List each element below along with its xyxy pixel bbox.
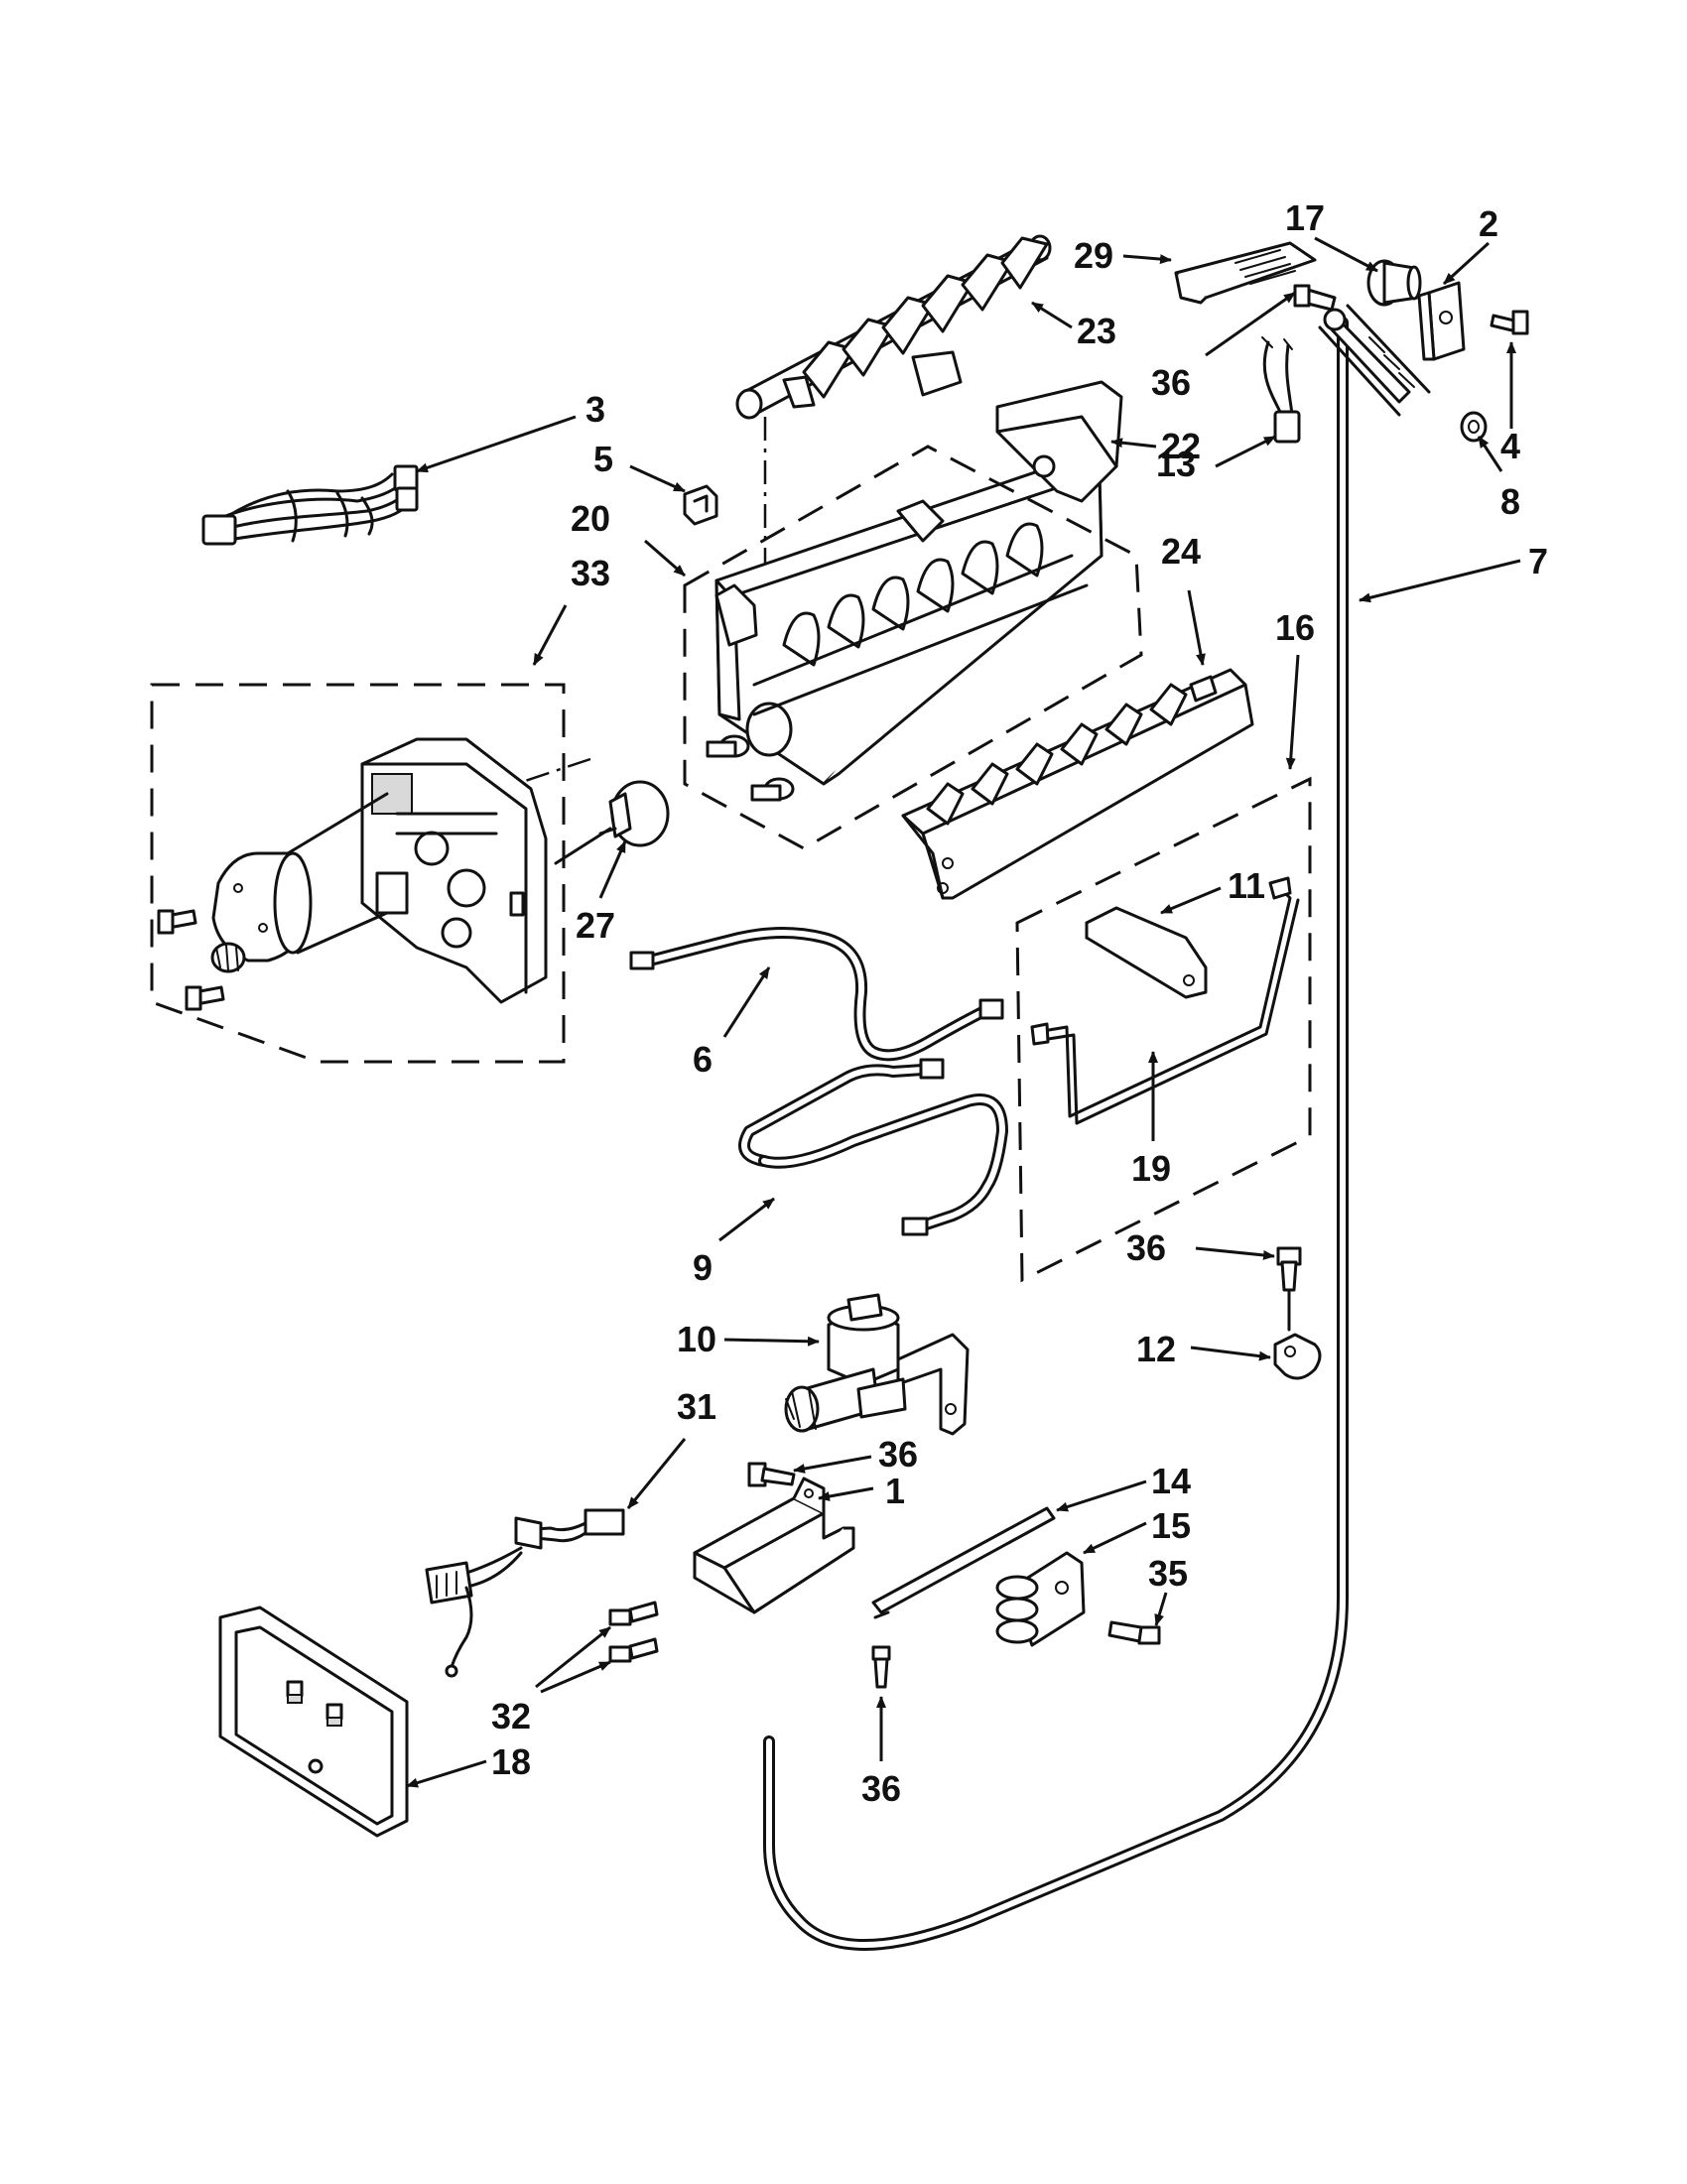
screw-part <box>157 909 225 1011</box>
mold-group-box <box>683 445 1143 850</box>
water-tube-part <box>763 304 1431 1951</box>
callout-1: 1 <box>885 1471 905 1511</box>
screw-part <box>608 1601 659 1663</box>
callout-36: 36 <box>878 1434 918 1475</box>
callout-13: 13 <box>1156 444 1196 484</box>
callout-9: 9 <box>693 1247 713 1288</box>
panel-part <box>218 1606 409 1838</box>
heater-part <box>738 1058 1008 1236</box>
motor-part <box>210 792 389 973</box>
callout-7: 7 <box>1528 541 1548 581</box>
leader-lines <box>406 236 1521 1788</box>
callout-27: 27 <box>576 905 615 946</box>
wire-harness-part <box>629 927 1004 1062</box>
callout-29: 29 <box>1074 235 1113 276</box>
valve-bracket-part <box>693 1477 855 1614</box>
clip-part <box>683 484 718 526</box>
strip-part <box>871 1506 1056 1619</box>
coupler-part <box>995 1551 1086 1647</box>
screw-part <box>1276 1246 1302 1332</box>
shutoff-arm-part <box>1174 241 1317 305</box>
callout-24: 24 <box>1161 531 1201 572</box>
callout-4: 4 <box>1500 426 1520 466</box>
clamp-part <box>1273 1333 1322 1380</box>
callout-36: 36 <box>1151 362 1191 403</box>
feeler-arm-part <box>1030 876 1300 1125</box>
callout-18: 18 <box>491 1741 531 1782</box>
mounting-bracket-part <box>1417 281 1466 361</box>
callout-35: 35 <box>1148 1553 1188 1594</box>
callout-20: 20 <box>571 498 610 539</box>
bracket-part <box>995 380 1123 503</box>
callout-32: 32 <box>491 1696 531 1736</box>
callout-labels: 17 2 29 23 36 4 3 5 22 13 8 20 33 24 7 1… <box>491 197 1548 1809</box>
callout-16: 16 <box>1275 607 1315 648</box>
harness-part <box>425 1508 625 1678</box>
control-module-part <box>360 737 548 1004</box>
screw-part <box>1107 1620 1161 1645</box>
screw-part <box>871 1645 891 1689</box>
callout-8: 8 <box>1500 481 1520 522</box>
cover-part <box>901 668 1254 900</box>
callout-33: 33 <box>571 553 610 593</box>
callout-36: 36 <box>1126 1227 1166 1268</box>
fitting-part <box>1366 259 1422 307</box>
knob-part <box>554 780 670 865</box>
ice-mold-part <box>706 350 1103 802</box>
water-valve-part <box>784 1293 970 1436</box>
callout-19: 19 <box>1131 1148 1171 1189</box>
thermostat-part <box>1261 336 1301 444</box>
bracket-plate-part <box>1085 906 1208 999</box>
wiring-harness-part <box>201 464 419 546</box>
screw-part <box>1490 310 1529 335</box>
callout-6: 6 <box>693 1039 713 1080</box>
ejector-part <box>735 234 1052 420</box>
callout-10: 10 <box>677 1319 716 1359</box>
callout-11: 11 <box>1228 865 1265 906</box>
screw-part <box>747 1462 796 1487</box>
callout-22: 22 <box>1161 426 1201 466</box>
callout-31: 31 <box>677 1386 716 1427</box>
callout-36: 36 <box>861 1768 901 1809</box>
screw-part <box>1293 284 1337 312</box>
callout-17: 17 <box>1285 197 1325 238</box>
alignment-axis-line <box>515 757 591 786</box>
washer-part <box>1460 411 1488 443</box>
callout-23: 23 <box>1077 311 1116 351</box>
callout-15: 15 <box>1151 1505 1191 1546</box>
callout-12: 12 <box>1136 1329 1176 1369</box>
callout-5: 5 <box>593 439 613 479</box>
callout-3: 3 <box>585 389 605 430</box>
callout-14: 14 <box>1151 1461 1191 1501</box>
callout-2: 2 <box>1479 203 1498 244</box>
